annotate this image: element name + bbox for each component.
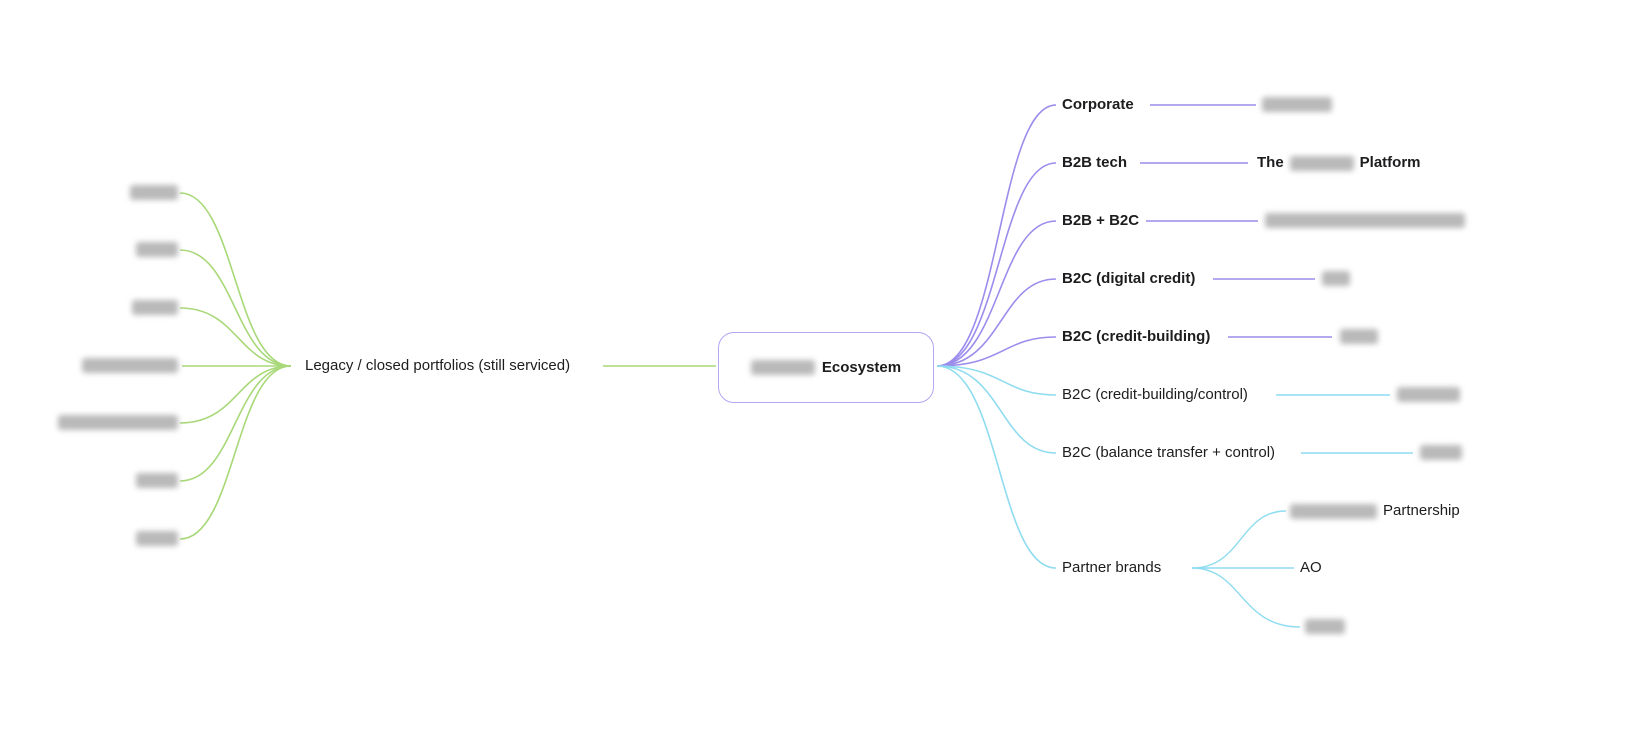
value-corporate[interactable] [1262, 97, 1332, 112]
value-b2b-tech-prefix: The [1257, 154, 1284, 171]
redacted-text [1290, 503, 1377, 519]
redacted-text [136, 242, 178, 257]
legacy-portfolios-node[interactable]: Legacy / closed portfolios (still servic… [305, 356, 570, 376]
right-branch-edges [936, 104, 1057, 569]
redacted-text [750, 360, 815, 375]
left-item-3[interactable] [132, 300, 178, 315]
redacted-text [1420, 445, 1462, 460]
left-item-6[interactable] [136, 473, 178, 488]
partner-child-partnership[interactable]: Partnership [1290, 501, 1460, 521]
left-item-1[interactable] [130, 185, 178, 200]
value-b2b-tech-suffix: Platform [1359, 154, 1421, 171]
ecosystem-center-node[interactable]: Ecosystem [718, 332, 934, 403]
redacted-text [1397, 387, 1460, 402]
redacted-text [1289, 155, 1354, 171]
branch-b2c-credit-building[interactable]: B2C (credit-building) [1062, 327, 1210, 347]
value-b2c-credit-building-control[interactable] [1397, 387, 1460, 402]
left-item-2[interactable] [136, 242, 178, 257]
partner-children-edges [1191, 510, 1301, 628]
legacy-portfolios-label: Legacy / closed portfolios (still servic… [305, 357, 571, 374]
redacted-text [1262, 97, 1332, 112]
redacted-text [1305, 619, 1345, 634]
partner-child-ao[interactable]: AO [1300, 558, 1322, 578]
branch-b2c-digital-credit-label: B2C (digital credit) [1062, 270, 1196, 287]
branch-corporate-label: Corporate [1062, 96, 1134, 113]
branch-b2c-credit-building-control[interactable]: B2C (credit-building/control) [1062, 385, 1248, 405]
branch-b2b-b2c[interactable]: B2B + B2C [1062, 211, 1139, 231]
value-b2b-tech[interactable]: The Platform [1257, 153, 1421, 173]
redacted-text [1265, 213, 1465, 228]
left-item-7[interactable] [136, 531, 178, 546]
redacted-text [58, 415, 178, 430]
redacted-text [130, 185, 178, 200]
ecosystem-label: Ecosystem [821, 359, 902, 376]
redacted-text [82, 358, 178, 373]
value-b2c-credit-building[interactable] [1340, 329, 1378, 344]
branch-partner-brands[interactable]: Partner brands [1062, 558, 1161, 578]
branch-b2c-balance-transfer[interactable]: B2C (balance transfer + control) [1062, 443, 1275, 463]
partner-child-partnership-label: Partnership [1383, 502, 1460, 519]
branch-corporate[interactable]: Corporate [1062, 95, 1134, 115]
branch-b2b-tech-label: B2B tech [1062, 154, 1128, 171]
value-b2c-balance-transfer[interactable] [1420, 445, 1462, 460]
redacted-text [1340, 329, 1378, 344]
branch-b2c-digital-credit[interactable]: B2C (digital credit) [1062, 269, 1195, 289]
branch-partner-brands-label: Partner brands [1062, 559, 1162, 576]
value-b2b-b2c[interactable] [1265, 213, 1465, 228]
partner-child-ao-label: AO [1300, 559, 1322, 576]
left-item-4[interactable] [82, 358, 178, 373]
redacted-text [136, 473, 178, 488]
redacted-text [1322, 271, 1350, 286]
branch-b2c-balance-transfer-label: B2C (balance transfer + control) [1062, 444, 1276, 461]
value-b2c-digital-credit[interactable] [1322, 271, 1350, 286]
branch-b2b-b2c-label: B2B + B2C [1062, 212, 1140, 229]
branch-b2c-credit-building-label: B2C (credit-building) [1062, 328, 1211, 345]
redacted-text [136, 531, 178, 546]
partner-child-3[interactable] [1305, 619, 1345, 634]
left-item-5[interactable] [58, 415, 178, 430]
branch-b2b-tech[interactable]: B2B tech [1062, 153, 1127, 173]
redacted-text [132, 300, 178, 315]
branch-b2c-credit-building-control-label: B2C (credit-building/control) [1062, 386, 1248, 403]
